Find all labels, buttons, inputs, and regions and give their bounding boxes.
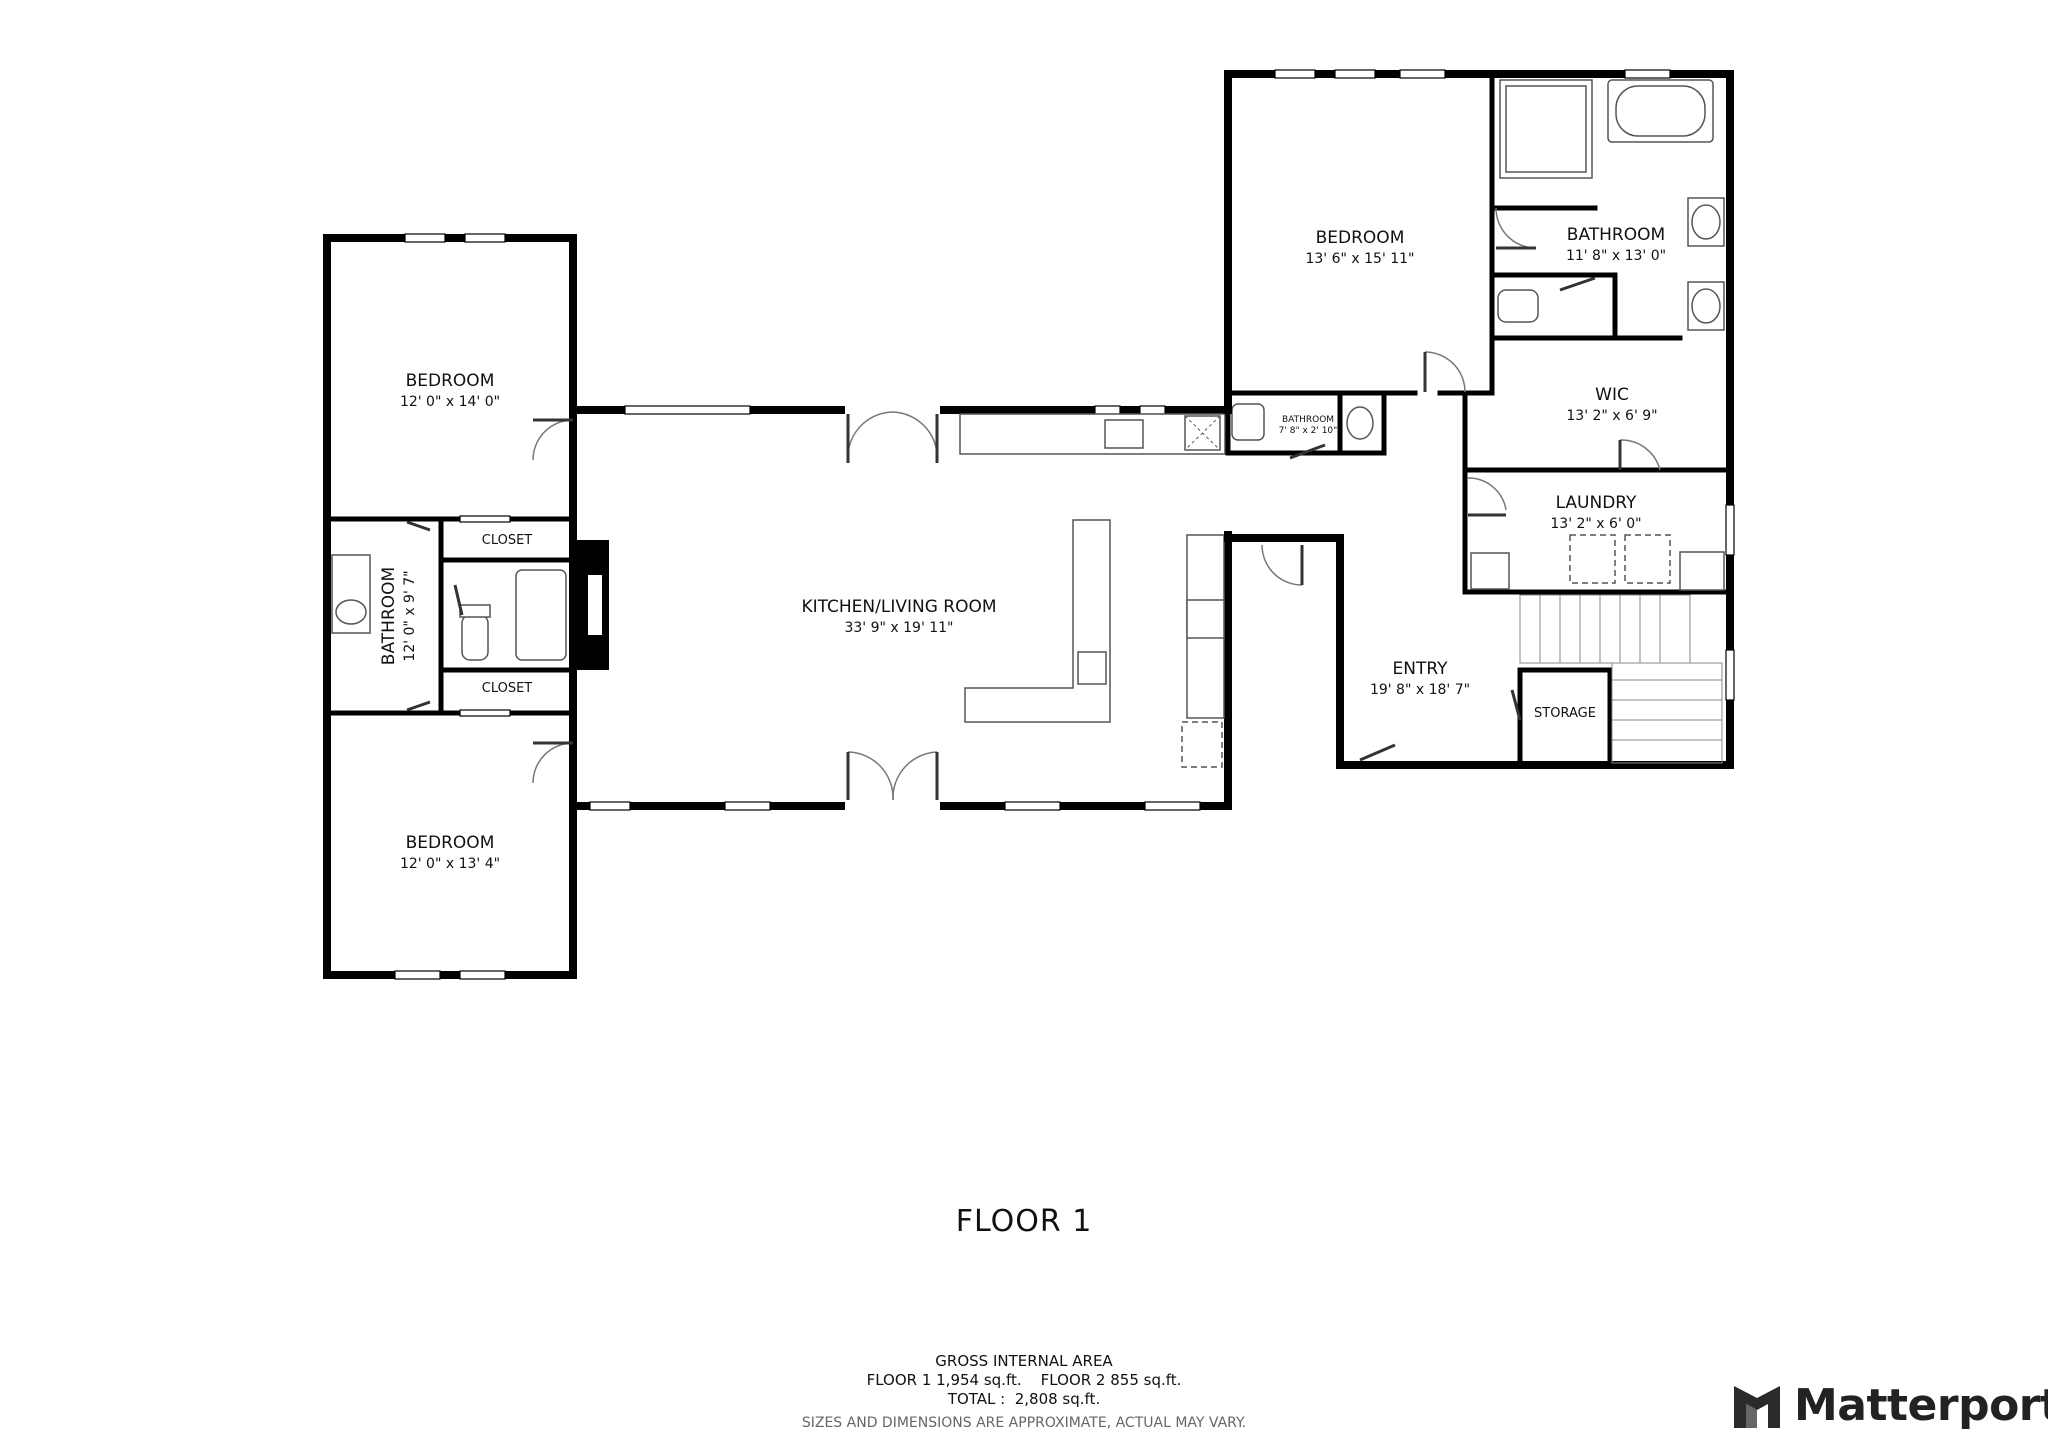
room-dims-entry: 19' 8" x 18' 7" (1370, 682, 1470, 698)
door-swings (406, 207, 1661, 784)
brand-name: Matterport (1794, 1379, 2048, 1431)
matterport-icon (1734, 1386, 1780, 1428)
room-label-laundry: LAUNDRY (1556, 493, 1637, 513)
area-floors: FLOOR 1 1,954 sq.ft. FLOOR 2 855 sq.ft. (866, 1371, 1182, 1389)
area-heading: GROSS INTERNAL AREA (935, 1352, 1113, 1370)
area-total: TOTAL : 2,808 sq.ft. (947, 1390, 1101, 1408)
room-label-wic: WIC (1595, 385, 1629, 405)
brand-logo: Matterport (1730, 1376, 2048, 1434)
room-label-closet-s: CLOSET (482, 681, 533, 696)
fireplace (573, 540, 609, 670)
room-dims-bedroom-sw: 12' 0" x 13' 4" (400, 856, 500, 872)
room-label-bedroom-nw: BEDROOM (406, 371, 495, 391)
room-dims-bathroom-w: 12' 0" x 9' 7" (402, 570, 418, 661)
room-dims-bathroom-small: 7' 8" x 2' 10" (1279, 426, 1338, 436)
floor-title: FLOOR 1 (955, 1204, 1093, 1239)
northeast-block (1224, 69, 1734, 414)
double-door-south (845, 751, 940, 810)
room-dims-bathroom-ne: 11' 8" x 13' 0" (1566, 248, 1666, 264)
room-dims-bedroom-nw: 12' 0" x 14' 0" (400, 394, 500, 410)
room-label-closet-n: CLOSET (482, 533, 533, 548)
double-door-north (845, 406, 940, 464)
room-dims-kitchen-living: 33' 9" x 19' 11" (844, 620, 953, 636)
room-labels: BEDROOM 12' 0" x 14' 0" CLOSET CLOSET BA… (379, 225, 1666, 872)
room-label-storage: STORAGE (1534, 706, 1596, 721)
bathroom-west-fixtures (331, 554, 567, 661)
room-label-bathroom-ne: BATHROOM (1567, 225, 1665, 245)
room-dims-wic: 13' 2" x 6' 9" (1566, 408, 1657, 424)
wic-laundry-block (1462, 334, 1735, 769)
room-label-bedroom-ne: BEDROOM (1316, 228, 1405, 248)
entry-block (1224, 534, 1734, 769)
room-dims-laundry: 13' 2" x 6' 0" (1550, 516, 1641, 532)
kitchen-fixtures (959, 413, 1226, 768)
room-label-bathroom-w: BATHROOM (379, 567, 399, 665)
staircase (1519, 594, 1723, 764)
area-disclaimer: SIZES AND DIMENSIONS ARE APPROXIMATE, AC… (801, 1415, 1247, 1431)
room-label-bathroom-small: BATHROOM (1282, 415, 1334, 425)
room-label-kitchen-living: KITCHEN/LIVING ROOM (801, 597, 996, 617)
room-label-bedroom-sw: BEDROOM (406, 833, 495, 853)
room-dims-bedroom-ne: 13' 6" x 15' 11" (1305, 251, 1414, 267)
room-label-entry: ENTRY (1393, 659, 1449, 679)
